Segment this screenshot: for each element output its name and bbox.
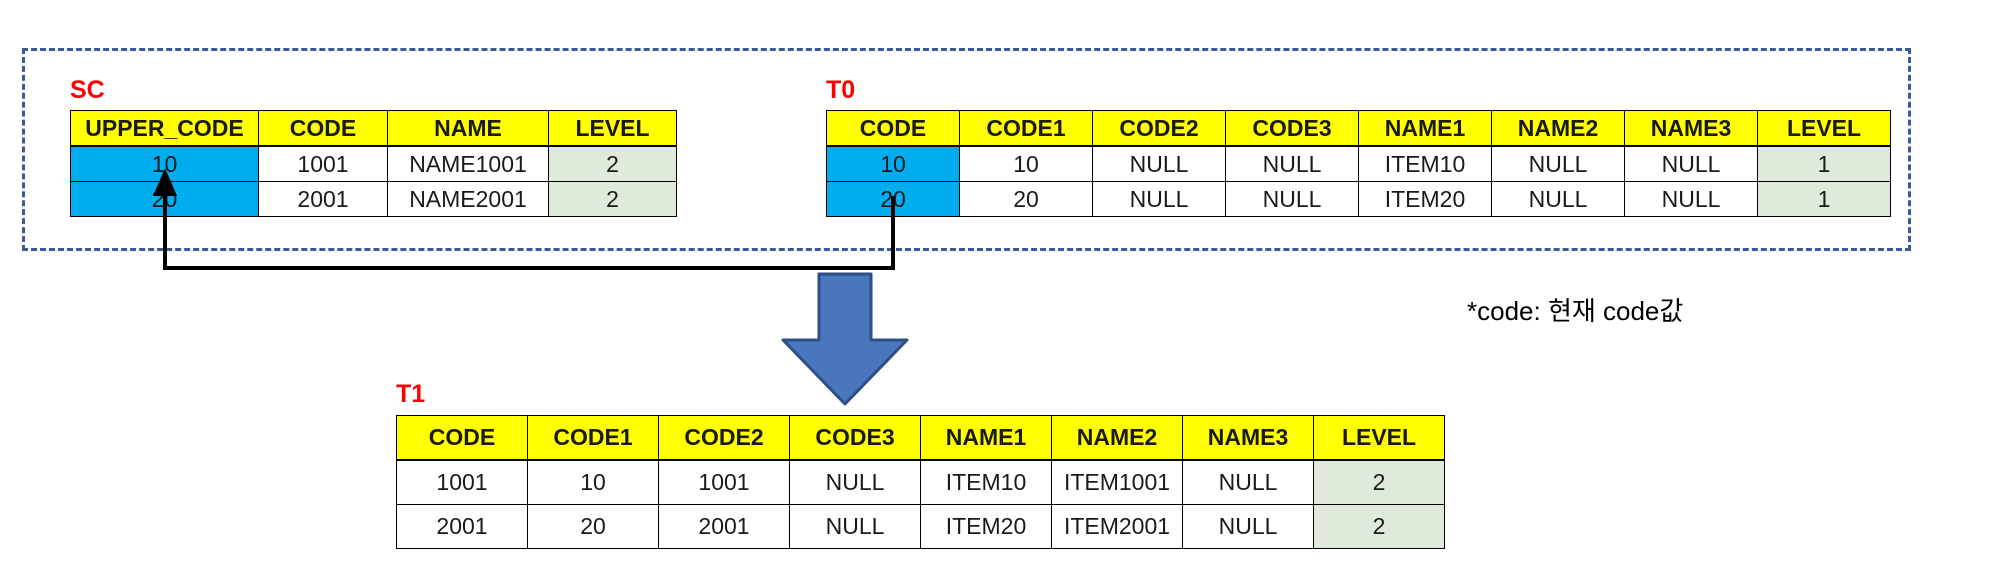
t1-cell-name2: ITEM2001 xyxy=(1051,504,1183,549)
t0-cell-code1: 20 xyxy=(959,181,1093,217)
t1-cell-name1: ITEM10 xyxy=(920,459,1052,505)
sc-col-code: CODE xyxy=(258,110,388,147)
table-row: 20 20 NULL NULL ITEM20 NULL NULL 1 xyxy=(826,181,1891,217)
t0-cell-name2: NULL xyxy=(1491,181,1625,217)
t1-cell-code: 1001 xyxy=(396,459,528,505)
t0-table: CODE CODE1 CODE2 CODE3 NAME1 NAME2 NAME3… xyxy=(826,110,1891,217)
table-row: 2001 20 2001 NULL ITEM20 ITEM2001 NULL 2 xyxy=(396,504,1445,549)
sc-cell-code: 2001 xyxy=(258,181,388,217)
t1-table-title: T1 xyxy=(396,380,426,408)
t0-col-code1: CODE1 xyxy=(959,110,1093,147)
t0-cell-code: 20 xyxy=(826,181,960,217)
t0-col-name3: NAME3 xyxy=(1624,110,1758,147)
t1-cell-code1: 20 xyxy=(527,504,659,549)
sc-cell-level: 2 xyxy=(548,181,677,217)
t1-col-code: CODE xyxy=(396,415,528,461)
sc-cell-name: NAME2001 xyxy=(387,181,549,217)
sc-table: UPPER_CODE CODE NAME LEVEL 10 1001 NAME1… xyxy=(70,110,677,217)
sc-cell-level: 2 xyxy=(548,145,677,182)
sc-cell-upper-code: 20 xyxy=(70,181,259,217)
t1-col-code3: CODE3 xyxy=(789,415,921,461)
t0-cell-code: 10 xyxy=(826,145,960,182)
t0-cell-level: 1 xyxy=(1757,145,1891,182)
t1-cell-name3: NULL xyxy=(1182,504,1314,549)
t0-table-title: T0 xyxy=(826,76,856,104)
t1-cell-name1: ITEM20 xyxy=(920,504,1052,549)
t1-cell-code: 2001 xyxy=(396,504,528,549)
t0-col-name1: NAME1 xyxy=(1358,110,1492,147)
sc-table-title: SC xyxy=(70,76,105,104)
t0-cell-name1: ITEM10 xyxy=(1358,145,1492,182)
t1-col-name2: NAME2 xyxy=(1051,415,1183,461)
sc-col-level: LEVEL xyxy=(548,110,677,147)
sc-col-name: NAME xyxy=(387,110,549,147)
t0-cell-name3: NULL xyxy=(1624,181,1758,217)
t0-cell-level: 1 xyxy=(1757,181,1891,217)
t1-cell-name3: NULL xyxy=(1182,459,1314,505)
t0-col-code2: CODE2 xyxy=(1092,110,1226,147)
table-row: 1001 10 1001 NULL ITEM10 ITEM1001 NULL 2 xyxy=(396,459,1445,505)
sc-cell-name: NAME1001 xyxy=(387,145,549,182)
t0-cell-code2: NULL xyxy=(1092,181,1226,217)
t1-col-code1: CODE1 xyxy=(527,415,659,461)
t1-col-level: LEVEL xyxy=(1313,415,1445,461)
t1-cell-name2: ITEM1001 xyxy=(1051,459,1183,505)
t1-cell-code1: 10 xyxy=(527,459,659,505)
t0-cell-name1: ITEM20 xyxy=(1358,181,1492,217)
t1-cell-code2: 1001 xyxy=(658,459,790,505)
t1-cell-code2: 2001 xyxy=(658,504,790,549)
table-header-row: CODE CODE1 CODE2 CODE3 NAME1 NAME2 NAME3… xyxy=(396,415,1445,461)
t1-col-code2: CODE2 xyxy=(658,415,790,461)
table-row: 10 1001 NAME1001 2 xyxy=(70,145,677,182)
t0-col-name2: NAME2 xyxy=(1491,110,1625,147)
t0-col-level: LEVEL xyxy=(1757,110,1891,147)
t0-cell-code1: 10 xyxy=(959,145,1093,182)
table-row: 20 2001 NAME2001 2 xyxy=(70,181,677,217)
t1-cell-code3: NULL xyxy=(789,459,921,505)
t0-cell-code2: NULL xyxy=(1092,145,1226,182)
t1-col-name1: NAME1 xyxy=(920,415,1052,461)
t1-cell-level: 2 xyxy=(1313,504,1445,549)
footnote-text: *code: 현재 code값 xyxy=(1467,296,1684,326)
sc-cell-code: 1001 xyxy=(258,145,388,182)
t0-col-code3: CODE3 xyxy=(1225,110,1359,147)
t0-cell-name3: NULL xyxy=(1624,145,1758,182)
table-row: 10 10 NULL NULL ITEM10 NULL NULL 1 xyxy=(826,145,1891,182)
t1-cell-code3: NULL xyxy=(789,504,921,549)
t1-table: CODE CODE1 CODE2 CODE3 NAME1 NAME2 NAME3… xyxy=(396,415,1445,549)
t0-col-code: CODE xyxy=(826,110,960,147)
t0-cell-code3: NULL xyxy=(1225,145,1359,182)
t0-cell-name2: NULL xyxy=(1491,145,1625,182)
down-arrow-icon xyxy=(781,272,909,406)
sc-col-upper-code: UPPER_CODE xyxy=(70,110,259,147)
t0-cell-code3: NULL xyxy=(1225,181,1359,217)
table-header-row: CODE CODE1 CODE2 CODE3 NAME1 NAME2 NAME3… xyxy=(826,110,1891,147)
t1-cell-level: 2 xyxy=(1313,459,1445,505)
t1-col-name3: NAME3 xyxy=(1182,415,1314,461)
source-group-box xyxy=(22,48,1911,251)
table-header-row: UPPER_CODE CODE NAME LEVEL xyxy=(70,110,677,147)
sc-cell-upper-code: 10 xyxy=(70,145,259,182)
